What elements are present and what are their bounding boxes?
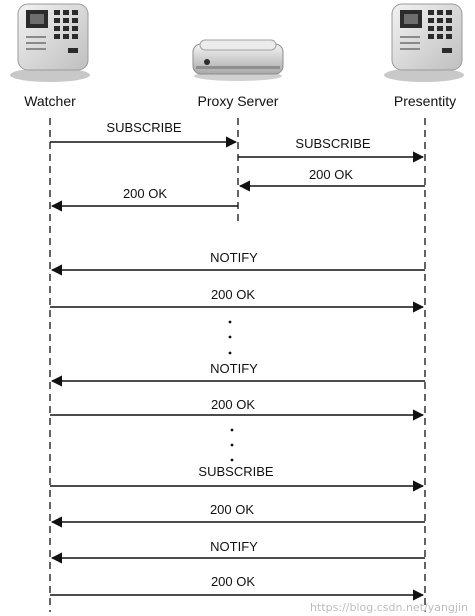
message-subscribe-watcher-to-proxy: SUBSCRIBE bbox=[50, 120, 238, 148]
message-label: 200 OK bbox=[210, 502, 254, 517]
message-200ok-presentity-to-watcher: 200 OK bbox=[50, 502, 425, 528]
message-label: 200 OK bbox=[211, 397, 255, 412]
server-icon bbox=[192, 39, 284, 81]
message-200ok-presentity-to-proxy: 200 OK bbox=[238, 167, 425, 192]
message-notify-presentity-to-watcher: NOTIFY bbox=[50, 361, 425, 387]
message-label: SUBSCRIBE bbox=[198, 464, 273, 479]
message-label: 200 OK bbox=[123, 186, 167, 201]
message-label: NOTIFY bbox=[210, 361, 258, 376]
watermark: https://blog.csdn.net/yangjin bbox=[310, 601, 468, 614]
message-subscribe-watcher-to-presentity: SUBSCRIBE bbox=[50, 464, 425, 492]
message-200ok-watcher-to-presentity: 200 OK bbox=[50, 287, 425, 313]
message-label: 200 OK bbox=[211, 574, 255, 589]
message-label: NOTIFY bbox=[210, 539, 258, 554]
message-200ok-watcher-to-presentity: 200 OK bbox=[50, 397, 425, 421]
message-label: 200 OK bbox=[211, 287, 255, 302]
continuation-dots bbox=[228, 320, 232, 355]
message-subscribe-proxy-to-presentity: SUBSCRIBE bbox=[238, 136, 425, 163]
message-label: 200 OK bbox=[309, 167, 353, 182]
message-notify-presentity-to-watcher: NOTIFY bbox=[50, 250, 425, 276]
actor-label-proxy: Proxy Server bbox=[198, 93, 279, 109]
watcher-phone-icon bbox=[10, 3, 90, 82]
message-200ok-watcher-to-presentity: 200 OK bbox=[50, 574, 425, 601]
message-label: SUBSCRIBE bbox=[106, 120, 181, 135]
message-notify-presentity-to-watcher: NOTIFY bbox=[50, 539, 425, 564]
presentity-phone-icon bbox=[384, 3, 464, 82]
message-label: NOTIFY bbox=[210, 250, 258, 265]
message-200ok-proxy-to-watcher: 200 OK bbox=[50, 186, 238, 212]
message-label: SUBSCRIBE bbox=[295, 136, 370, 151]
actor-label-watcher: Watcher bbox=[24, 93, 76, 109]
continuation-dots bbox=[230, 428, 234, 462]
actor-label-presentity: Presentity bbox=[394, 93, 456, 109]
